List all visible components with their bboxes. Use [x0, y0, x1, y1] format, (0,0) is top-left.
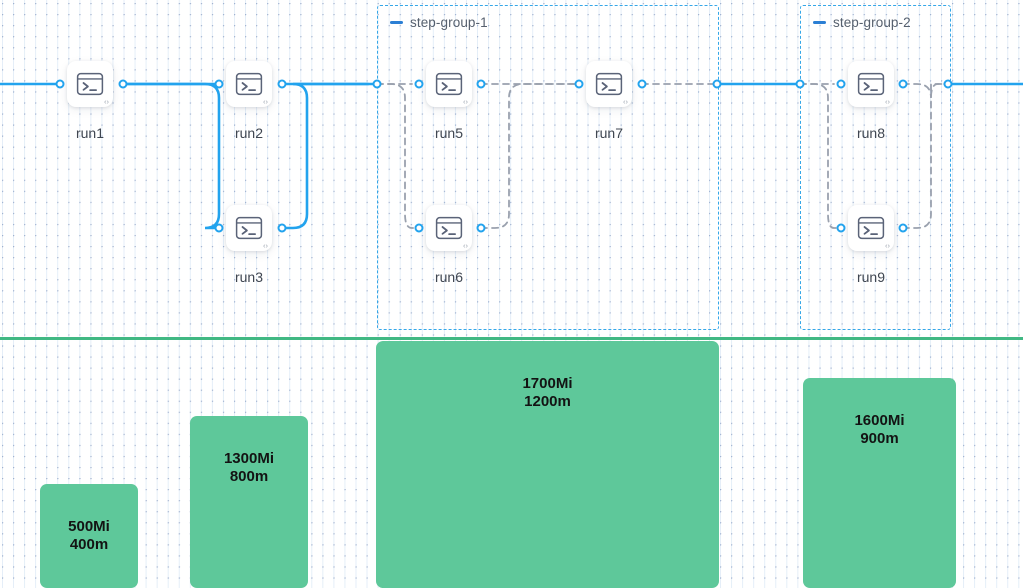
node-label-run3: run3	[234, 269, 264, 285]
handle-h-run3-out[interactable]	[277, 223, 287, 233]
node-label-run1: run1	[75, 125, 105, 141]
edge-run3-merge[interactable]	[280, 82, 379, 230]
handle-h-run7-in[interactable]	[574, 79, 584, 89]
bar-memory-label: 1700Mi	[522, 375, 573, 392]
bar-memory-label: 1600Mi	[854, 412, 905, 429]
code-icon[interactable]: ‹›	[463, 96, 468, 106]
handle-h-group2-out[interactable]	[943, 79, 953, 89]
edge-run6-run7[interactable]	[480, 83, 580, 229]
minus-icon[interactable]	[390, 21, 403, 24]
edge-run8-out[interactable]	[902, 83, 949, 99]
bar-memory-label: 1300Mi	[223, 450, 275, 467]
handle-h-run5-out[interactable]	[476, 79, 486, 89]
handle-h-in-run1[interactable]	[55, 79, 65, 89]
node-label-run5: run5	[434, 125, 464, 141]
minus-icon[interactable]	[813, 21, 826, 24]
edge-run1-run3[interactable]	[121, 82, 221, 230]
handle-h-run6-out[interactable]	[476, 223, 486, 233]
terminal-icon	[435, 72, 463, 95]
node-run2[interactable]: ‹›	[226, 61, 272, 107]
handle-h-group1-out[interactable]	[712, 79, 722, 89]
node-run3[interactable]: ‹›	[226, 205, 272, 251]
terminal-icon	[857, 72, 885, 95]
code-icon[interactable]: ‹›	[463, 240, 468, 250]
group-container-step-group-2[interactable]: step-group-2	[800, 5, 951, 330]
terminal-icon	[857, 216, 885, 239]
node-run9[interactable]: ‹›	[848, 205, 894, 251]
handle-h-run9-in[interactable]	[836, 223, 846, 233]
code-icon[interactable]: ‹›	[104, 96, 109, 106]
handle-h-run2-out[interactable]	[277, 79, 287, 89]
section-divider	[0, 337, 1023, 340]
node-label-run8: run8	[856, 125, 886, 141]
group-header-step-group-2[interactable]: step-group-2	[813, 15, 911, 30]
code-icon[interactable]: ‹›	[263, 96, 268, 106]
code-icon[interactable]: ‹›	[263, 240, 268, 250]
edge-group1-run6[interactable]	[376, 83, 420, 229]
handle-h-run2-in[interactable]	[214, 79, 224, 89]
edge-run9-out[interactable]	[902, 83, 949, 229]
handle-h-run8-in[interactable]	[836, 79, 846, 89]
handle-h-run6-in[interactable]	[414, 223, 424, 233]
handle-h-group2-in[interactable]	[795, 79, 805, 89]
node-run8[interactable]: ‹›	[848, 61, 894, 107]
group-header-step-group-1[interactable]: step-group-1	[390, 15, 488, 30]
node-label-run2: run2	[234, 125, 264, 141]
node-run5[interactable]: ‹›	[426, 61, 472, 107]
handle-h-run3-in[interactable]	[214, 223, 224, 233]
bar-cpu-label: 800m	[229, 468, 269, 485]
terminal-icon	[235, 72, 263, 95]
bar-cpu-label: 1200m	[524, 393, 571, 410]
terminal-icon	[435, 216, 463, 239]
terminal-icon	[595, 72, 623, 95]
handle-h-group1-in[interactable]	[372, 79, 382, 89]
handle-h-run7-out[interactable]	[637, 79, 647, 89]
bar-memory-label: 500Mi	[68, 518, 110, 535]
terminal-icon	[76, 72, 104, 95]
node-run6[interactable]: ‹›	[426, 205, 472, 251]
group-title: step-group-1	[410, 15, 488, 30]
code-icon[interactable]: ‹›	[623, 96, 628, 106]
edge-group2-run9[interactable]	[799, 83, 842, 229]
handle-h-run1-out[interactable]	[118, 79, 128, 89]
group-container-step-group-1[interactable]: step-group-1	[377, 5, 719, 330]
handle-h-run9-out[interactable]	[898, 223, 908, 233]
node-run7[interactable]: ‹›	[586, 61, 632, 107]
node-label-run6: run6	[434, 269, 464, 285]
handle-h-run8-out[interactable]	[898, 79, 908, 89]
code-icon[interactable]: ‹›	[885, 240, 890, 250]
bar-cpu-label: 900m	[860, 430, 899, 447]
handle-h-run5-in[interactable]	[414, 79, 424, 89]
node-run1[interactable]: ‹›	[67, 61, 113, 107]
bar-cpu-label: 400m	[69, 536, 109, 553]
group-title: step-group-2	[833, 15, 911, 30]
code-icon[interactable]: ‹›	[885, 96, 890, 106]
node-label-run7: run7	[594, 125, 624, 141]
terminal-icon	[235, 216, 263, 239]
node-label-run9: run9	[856, 269, 886, 285]
